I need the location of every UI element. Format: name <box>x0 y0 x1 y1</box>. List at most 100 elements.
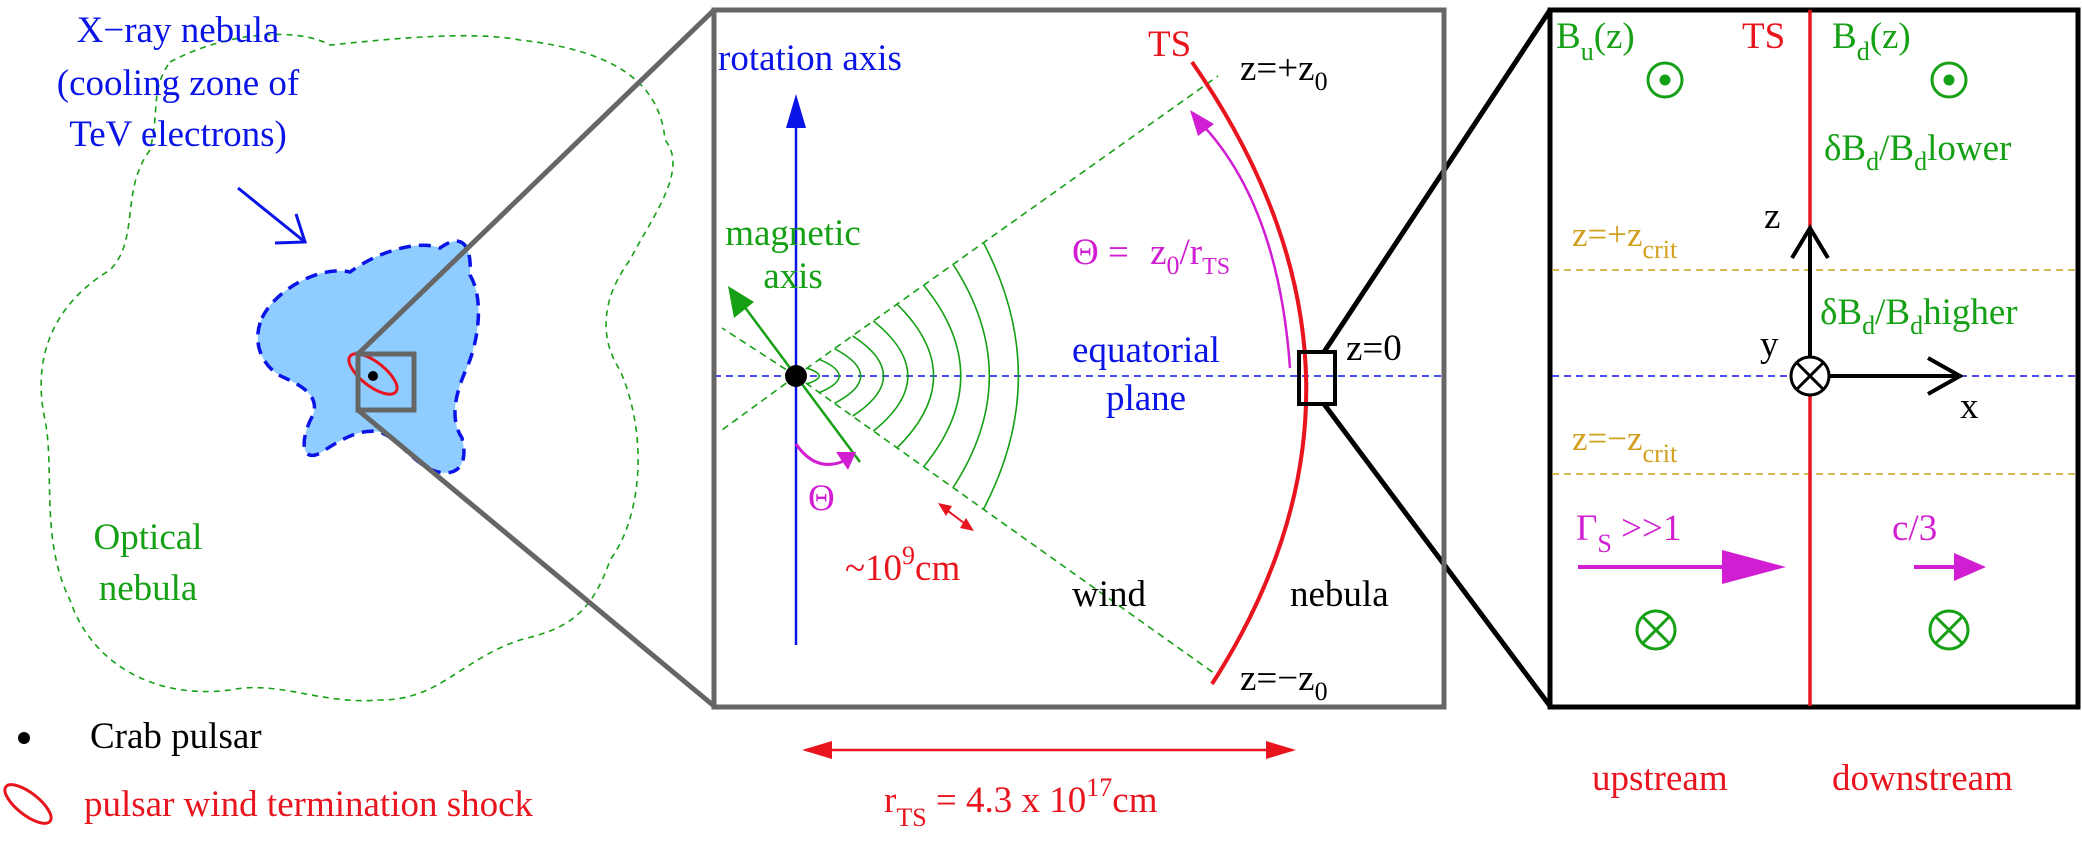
equatorial-label-line2: plane <box>1106 378 1186 419</box>
db-lower-db: δB <box>1824 128 1866 169</box>
wind-stripe-arc <box>834 347 862 405</box>
legend-shock-ellipse <box>3 783 53 825</box>
zcrit-minus-sub: crit <box>1643 439 1678 468</box>
axis-x-label: x <box>1960 386 1979 427</box>
optical-nebula-label: Optical nebula <box>94 517 203 609</box>
gamma-relation: >>1 <box>1612 508 1681 549</box>
wind-stripe-arc <box>896 303 935 449</box>
legend-pulsar-label: Crab pulsar <box>90 716 262 757</box>
db-higher-slash: /B <box>1875 292 1910 333</box>
wind-stripe-arc <box>982 242 1020 510</box>
xray-label-line1: X−ray nebula <box>77 10 280 51</box>
radius-r: r <box>884 780 896 821</box>
legend-shock-label: pulsar wind termination shock <box>84 784 534 825</box>
crab-pulsar-dot <box>368 371 378 381</box>
z-zero-label: z=0 <box>1346 328 1402 369</box>
pulsar-dot <box>785 365 807 387</box>
wavelength-label: ~109cm <box>845 541 960 589</box>
axis-z-label: z <box>1764 196 1780 237</box>
wind-stripe-arc <box>806 367 820 385</box>
wavelength-unit: cm <box>915 548 960 589</box>
theta-relation-lhs: Θ = <box>1072 232 1138 273</box>
optical-label-line2: nebula <box>99 568 198 609</box>
wind-cone-lower <box>795 375 1219 677</box>
downstream-label: downstream <box>1832 758 2013 799</box>
zcrit-minus-label: z=−zcrit <box>1572 419 1678 468</box>
z-minus-prefix: z=−z <box>1240 658 1315 699</box>
gamma-symbol: Γ <box>1576 508 1597 549</box>
theta-relation-subts: TS <box>1202 254 1230 280</box>
zoom-lines-left <box>356 8 716 708</box>
zcrit-plus-sub: crit <box>1643 235 1678 264</box>
bd-b: B <box>1832 16 1857 57</box>
db-higher-db: δB <box>1820 292 1862 333</box>
rotation-axis-arrowhead <box>786 94 806 128</box>
wind-stripe-arc <box>952 263 991 489</box>
right-panel-frame <box>1547 7 2081 710</box>
bd-sub: d <box>1857 37 1870 66</box>
radius-label: rTS = 4.3 x 1017cm <box>884 773 1158 832</box>
wind-stripe-arc <box>819 358 840 394</box>
opening-angle-arrowhead <box>1190 110 1214 136</box>
coordinate-axes <box>1789 224 1965 397</box>
radius-unit: cm <box>1112 780 1157 821</box>
wavelength-prefix: ~10 <box>845 548 902 589</box>
z-minus-sub: 0 <box>1315 677 1328 706</box>
magnetic-axis-arrowhead <box>728 286 754 318</box>
wind-label: wind <box>1072 574 1147 615</box>
termination-shock-ellipse <box>347 352 399 396</box>
equatorial-label-line1: equatorial <box>1072 330 1220 371</box>
wind-stripe-arc <box>852 335 885 417</box>
db-lower-label: δBd/Bdlower <box>1824 128 2011 176</box>
c3-label: c/3 <box>1892 508 1937 549</box>
field-in-downstream-icon <box>1928 609 1970 651</box>
magnetic-label-line2: axis <box>763 256 823 297</box>
optical-label-line1: Optical <box>94 517 203 558</box>
xray-label-line2: (cooling zone of <box>57 63 300 104</box>
axis-y-label: y <box>1760 324 1779 365</box>
db-higher-word: higher <box>1923 292 2018 333</box>
db-lower-slash: /B <box>1879 128 1914 169</box>
rotation-axis-label: rotation axis <box>718 38 902 79</box>
right-ts-label: TS <box>1742 16 1785 57</box>
z-plus-prefix: z=+z <box>1240 48 1315 89</box>
cone-back-upper <box>721 327 797 377</box>
wavelength-arrowhead-1 <box>938 503 952 516</box>
striped-wind-arcs <box>806 242 1020 510</box>
upstream-flow-arrow <box>1578 550 1786 584</box>
nebula-region-label: nebula <box>1290 574 1389 615</box>
z-plus-label: z=+z0 <box>1240 48 1328 96</box>
zcrit-minus-prefix: z=−z <box>1572 419 1643 458</box>
bd-label: Bd(z) <box>1832 16 1911 66</box>
radius-sub: TS <box>896 803 926 832</box>
wavelength-exponent: 9 <box>902 541 915 570</box>
xray-nebula-label: X−ray nebula (cooling zone of TeV electr… <box>57 10 300 155</box>
zoom-box-shock <box>1297 350 1337 406</box>
field-out-downstream-icon <box>1930 61 1968 99</box>
magnetic-label-line1: magnetic <box>725 213 861 254</box>
db-higher-label: δBd/Bdhigher <box>1820 292 2018 340</box>
legend: Crab pulsar pulsar wind termination shoc… <box>3 716 534 825</box>
legend-pulsar-dot <box>18 732 30 744</box>
db-lower-sub1: d <box>1866 147 1879 176</box>
db-higher-sub1: d <box>1862 311 1875 340</box>
gamma-label: ΓS >>1 <box>1576 508 1681 558</box>
z-minus-label: z=−z0 <box>1240 658 1328 706</box>
bu-b: B <box>1556 16 1581 57</box>
bu-sub: u <box>1581 37 1594 66</box>
theta-relation-z: z <box>1150 232 1166 273</box>
theta-relation-label: Θ = z0/rTS <box>1072 232 1230 280</box>
inclination-theta-label: Θ <box>808 478 835 519</box>
inclination-angle-arrowhead <box>836 452 856 470</box>
radius-value: = 4.3 x 10 <box>927 780 1087 821</box>
middle-panel-frame <box>711 7 1447 710</box>
field-in-upstream-icon <box>1635 609 1677 651</box>
db-lower-sub2: d <box>1914 147 1927 176</box>
downstream-flow-arrow <box>1914 553 1986 581</box>
bu-z: (z) <box>1594 16 1635 57</box>
wind-stripe-arc <box>872 320 909 432</box>
wind-cone-upper <box>795 75 1219 377</box>
radius-arrow <box>802 741 1296 759</box>
opening-angle-arc <box>1195 117 1292 369</box>
